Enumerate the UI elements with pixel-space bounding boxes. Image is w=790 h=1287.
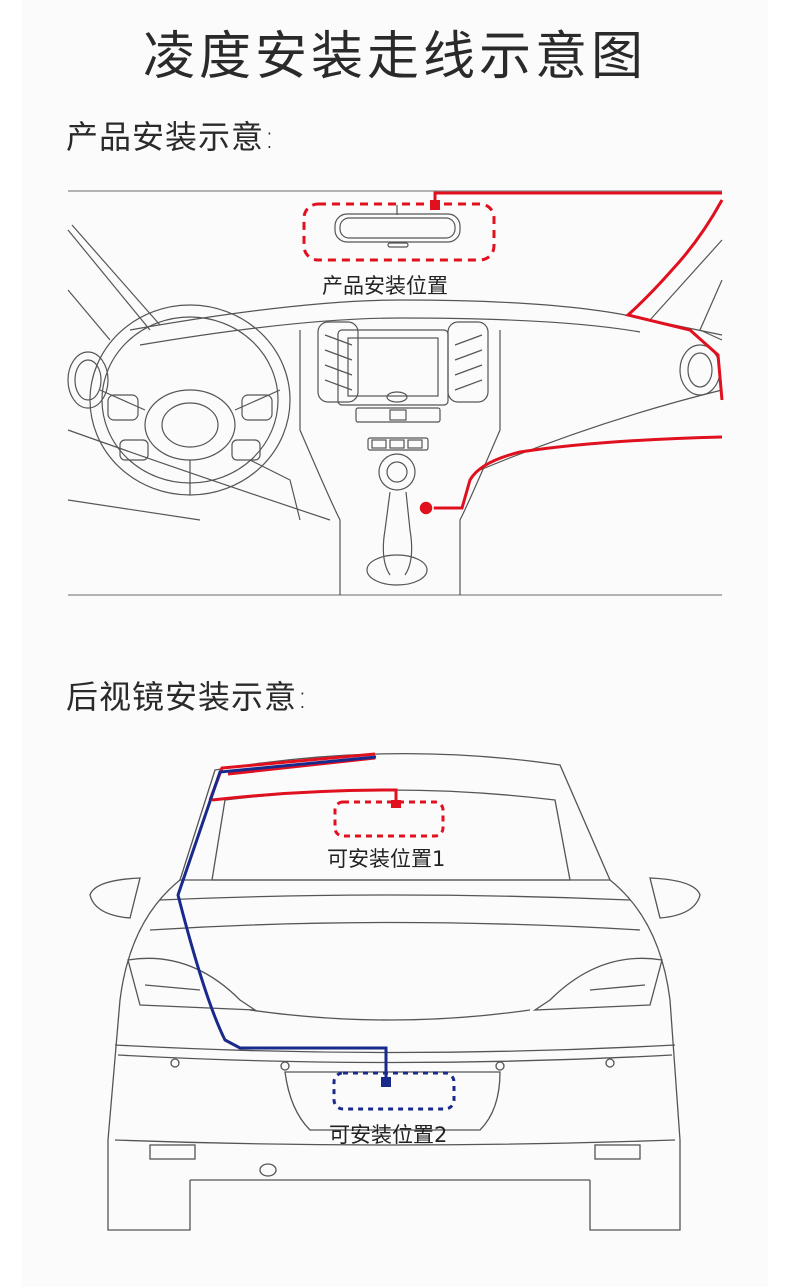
wire-connector-position2	[381, 1077, 391, 1087]
install-position1-label: 可安装位置1	[327, 847, 446, 871]
power-socket-icon	[418, 500, 434, 516]
dashboard-line-art	[67, 190, 723, 596]
install-position2-outline	[332, 1071, 456, 1111]
wire-connector-position1	[391, 800, 401, 808]
rear-camera-wire	[176, 755, 388, 1080]
car-rear-line-art	[89, 753, 701, 1231]
section-title-product: 产品安装示意:	[66, 118, 276, 156]
install-position1-outline	[333, 800, 445, 838]
wire-connector-top	[430, 200, 440, 210]
install-position2-label: 可安装位置2	[329, 1123, 448, 1147]
product-install-area-outline	[302, 202, 496, 262]
page-title: 凌度安装走线示意图	[142, 27, 647, 87]
rear-top-wire	[208, 752, 398, 805]
section-title-mirror: 后视镜安装示意:	[66, 678, 309, 716]
product-install-label: 产品安装位置	[322, 274, 448, 298]
